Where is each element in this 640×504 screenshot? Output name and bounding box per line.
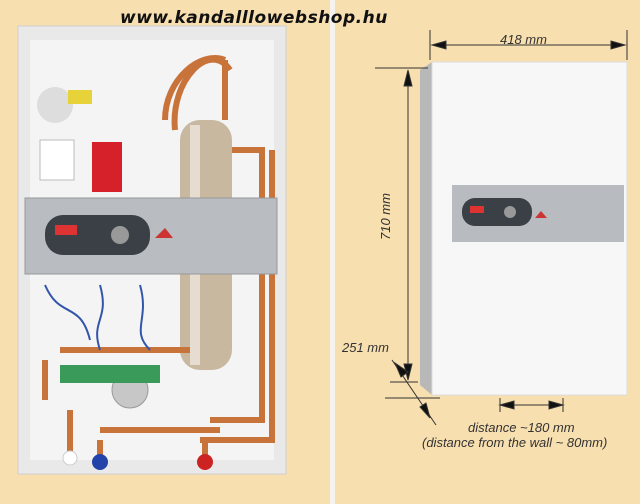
closed-boiler: [420, 61, 628, 396]
terminal-block: [68, 90, 92, 104]
boiler-display: [462, 198, 532, 226]
depth-label: 251 mm: [342, 340, 389, 355]
wall-distance-label: (distance from the wall ~ 80mm): [422, 435, 608, 450]
height-label: 710 mm: [378, 193, 393, 240]
dimension-lines: [375, 30, 628, 426]
thermal-fuse: [92, 142, 122, 192]
spacing-label: distance ~180 mm: [468, 420, 575, 435]
width-label: 418 mm: [500, 32, 547, 47]
open-boiler-photo: [17, 25, 287, 475]
website-watermark: www.kandalllowebshop.hu: [120, 8, 388, 28]
